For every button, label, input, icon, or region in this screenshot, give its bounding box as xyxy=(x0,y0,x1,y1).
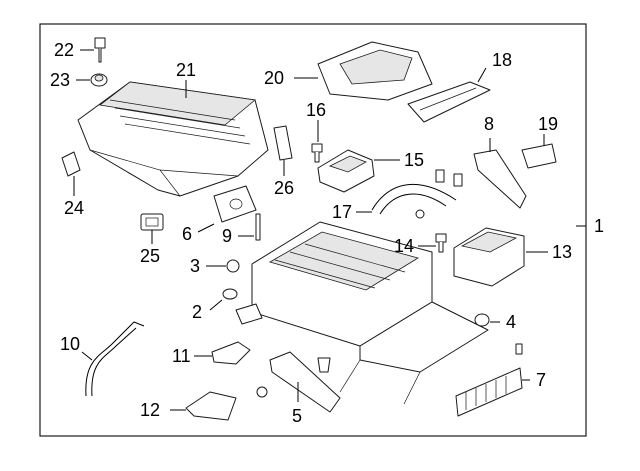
callout-5: 5 xyxy=(292,406,302,426)
callout-17: 17 xyxy=(332,202,352,222)
callout-22: 22 xyxy=(54,40,74,60)
part-12-bracket xyxy=(185,386,268,421)
part-3-bolt xyxy=(226,259,240,273)
part-25-pad xyxy=(140,213,164,231)
part-5-bracket xyxy=(269,351,341,413)
leader-lines xyxy=(73,49,586,411)
part-8-bracket xyxy=(473,149,527,209)
part-21-upper-tray xyxy=(77,81,269,197)
callout-19: 19 xyxy=(538,114,558,134)
callout-7: 7 xyxy=(536,370,546,390)
callout-20: 20 xyxy=(264,68,284,88)
part-17-harness xyxy=(371,169,463,219)
diagram-frame xyxy=(39,23,587,437)
part-7-cover xyxy=(455,343,523,417)
part-10-tube xyxy=(85,321,145,397)
part-16-bolt xyxy=(311,143,323,163)
callout-16: 16 xyxy=(306,100,326,120)
callout-25: 25 xyxy=(140,246,160,266)
callout-2: 2 xyxy=(192,302,202,322)
part-24-bracket xyxy=(61,151,81,177)
callout-1: 1 xyxy=(594,216,604,236)
part-14-bolt xyxy=(435,233,447,253)
callout-21: 21 xyxy=(176,60,196,80)
callout-13: 13 xyxy=(552,242,572,262)
part-13-module xyxy=(453,227,525,287)
part-20-cover xyxy=(317,41,433,101)
callout-18: 18 xyxy=(492,50,512,70)
callout-10: 10 xyxy=(60,334,80,354)
callout-9: 9 xyxy=(222,226,232,246)
part-22-bolt xyxy=(94,37,106,63)
callout-24: 24 xyxy=(64,198,84,218)
callout-4: 4 xyxy=(506,312,516,332)
callout-3: 3 xyxy=(190,256,200,276)
part-23-nut xyxy=(90,73,108,87)
callout-15: 15 xyxy=(404,150,424,170)
callout-8: 8 xyxy=(484,114,494,134)
part-26-bracket xyxy=(273,125,293,161)
part-9-rod xyxy=(255,213,261,241)
callout-6: 6 xyxy=(182,224,192,244)
part-15-junction-box xyxy=(317,149,375,193)
part-19-cap xyxy=(521,143,557,169)
part-4-nut xyxy=(474,313,490,327)
callout-26: 26 xyxy=(274,178,294,198)
callout-12: 12 xyxy=(140,400,160,420)
part-2-grommet xyxy=(222,288,263,325)
part-18-module xyxy=(407,81,491,123)
callout-14: 14 xyxy=(394,236,414,256)
part-11-bracket xyxy=(211,341,251,365)
callout-11: 11 xyxy=(172,346,191,366)
callout-23: 23 xyxy=(50,70,70,90)
part-6-plate xyxy=(213,185,257,223)
